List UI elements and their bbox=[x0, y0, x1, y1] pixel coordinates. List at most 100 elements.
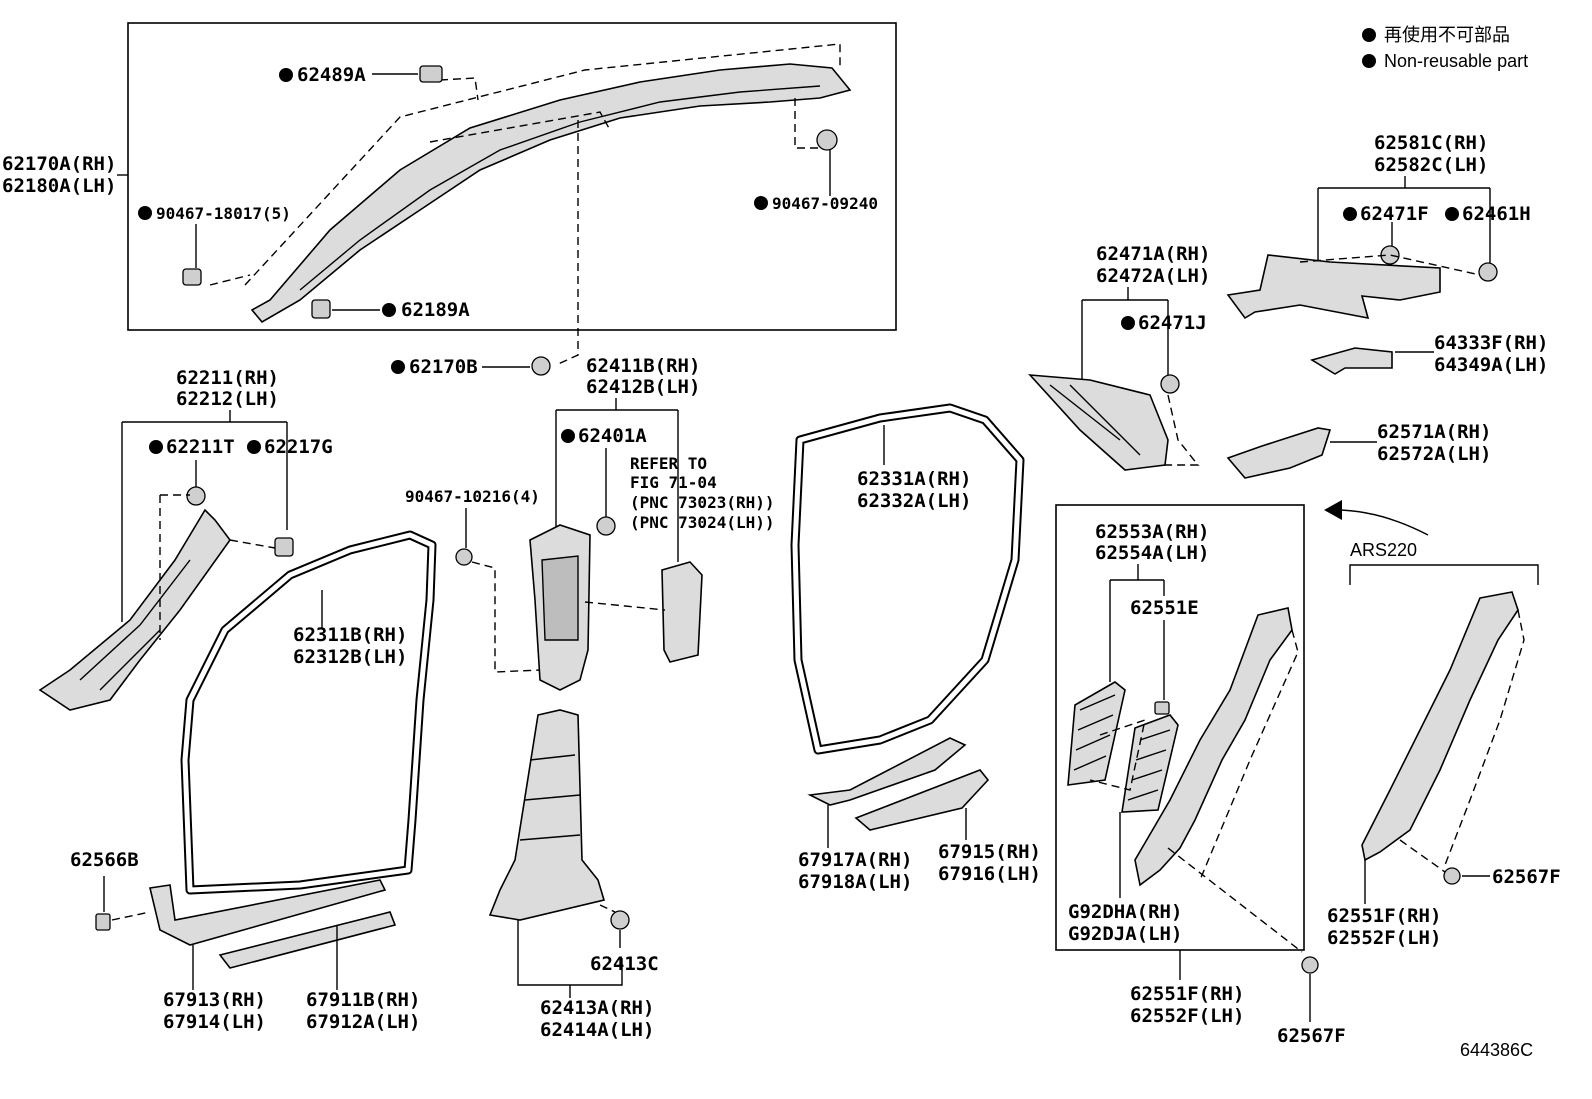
label-62551E: 62551E bbox=[1130, 597, 1199, 619]
clip-62567F-icon bbox=[1301, 956, 1319, 974]
label-64333F: 64333F(RH) bbox=[1434, 332, 1548, 354]
clip-62551E-icon bbox=[1154, 701, 1170, 715]
center-pillar-lower-garnish bbox=[488, 709, 606, 921]
front-door-scuff-plate bbox=[218, 911, 397, 969]
dash-62566B bbox=[111, 911, 151, 921]
label-62552F-box: 62552F(LH) bbox=[1130, 1005, 1244, 1027]
clip-62471J-icon bbox=[1160, 374, 1180, 394]
label-62571A: 62571A(RH) bbox=[1377, 421, 1491, 443]
label-62311B: 62311B(RH) bbox=[293, 624, 407, 646]
label-67916: 67916(LH) bbox=[938, 863, 1041, 885]
front-door-weatherstrip bbox=[180, 530, 437, 895]
non-reusable-marker-icon bbox=[1343, 207, 1357, 221]
front-pillar-garnish bbox=[38, 508, 231, 711]
label-62489A: 62489A bbox=[297, 64, 366, 86]
label-62581C: 62581C(RH) bbox=[1374, 132, 1488, 154]
label-refer-2: FIG 71-04 bbox=[630, 473, 717, 492]
rear-pillar-cover bbox=[1226, 427, 1332, 479]
rear-seat-side-garnish-ars bbox=[1361, 591, 1519, 862]
dash-grille bbox=[1089, 718, 1146, 791]
label-67914: 67914(LH) bbox=[163, 1011, 266, 1033]
label-90467-18017: 90467-18017(5) bbox=[156, 204, 291, 223]
label-90467-09240: 90467-09240 bbox=[772, 194, 878, 213]
clip-90467-18017-icon bbox=[182, 268, 202, 286]
label-67915: 67915(RH) bbox=[938, 841, 1041, 863]
rail-detail-line bbox=[299, 85, 821, 291]
label-62551F-box: 62551F(RH) bbox=[1130, 983, 1244, 1005]
roof-side-inner-garnish bbox=[1310, 347, 1393, 375]
dash-62413C bbox=[599, 904, 616, 913]
clip-62217G-icon bbox=[274, 537, 294, 557]
pillar-dash-lines bbox=[159, 494, 276, 640]
dash-quarter bbox=[1165, 394, 1200, 466]
non-reusable-marker-icon bbox=[247, 440, 261, 454]
quarter-detail-line bbox=[1049, 384, 1141, 456]
label-62551F: 62551F(RH) bbox=[1327, 905, 1441, 927]
label-62312B: 62312B(LH) bbox=[293, 646, 407, 668]
non-reusable-marker-icon bbox=[561, 429, 575, 443]
label-67917A: 67917A(RH) bbox=[798, 849, 912, 871]
arrow-curve bbox=[1334, 509, 1429, 536]
label-62180A: 62180A(LH) bbox=[2, 175, 116, 197]
clip-62489A-icon bbox=[419, 65, 443, 83]
bracket-62211 bbox=[121, 410, 288, 622]
label-67912A: 67912A(LH) bbox=[306, 1011, 420, 1033]
clip-62413C-icon bbox=[610, 910, 630, 930]
non-reusable-marker-icon bbox=[382, 303, 396, 317]
label-G92DHA: G92DHA(RH) bbox=[1068, 901, 1182, 923]
label-62461H: 62461H bbox=[1462, 203, 1531, 225]
quarter-pillar-garnish bbox=[1028, 374, 1169, 471]
grille-slots bbox=[1127, 729, 1171, 801]
arrow-head-icon bbox=[1324, 500, 1342, 520]
assembly-dash-lines bbox=[209, 43, 841, 286]
label-62332A: 62332A(LH) bbox=[857, 490, 971, 512]
roof-rail-box bbox=[127, 22, 897, 331]
dash-tray bbox=[1299, 254, 1481, 276]
label-62331A: 62331A(RH) bbox=[857, 468, 971, 490]
speaker-grille-left bbox=[1067, 681, 1126, 786]
label-62212: 62212(LH) bbox=[176, 388, 279, 410]
label-62411B: 62411B(RH) bbox=[586, 355, 700, 377]
label-62170B: 62170B bbox=[409, 356, 478, 378]
label-67918A: 67918A(LH) bbox=[798, 871, 912, 893]
clip-62189A-icon bbox=[311, 299, 331, 319]
label-62413A: 62413A(RH) bbox=[540, 997, 654, 1019]
dash-90467-10216 bbox=[471, 561, 541, 673]
dash-ars bbox=[1399, 609, 1525, 873]
non-reusable-marker-icon bbox=[138, 206, 152, 220]
label-62471J: 62471J bbox=[1138, 312, 1207, 334]
label-ars220: ARS220 bbox=[1350, 540, 1417, 560]
legend-jp: 再使用不可部品 bbox=[1384, 25, 1510, 45]
package-tray-side-trim bbox=[1226, 254, 1441, 320]
clip-90467-10216-icon bbox=[455, 548, 473, 566]
clip-62211T-icon bbox=[186, 486, 206, 506]
label-62189A: 62189A bbox=[401, 299, 470, 321]
label-62582C: 62582C(LH) bbox=[1374, 154, 1488, 176]
non-reusable-marker-icon bbox=[149, 440, 163, 454]
diagram-id: 644386C bbox=[1460, 1040, 1533, 1060]
dash-62170B bbox=[555, 120, 579, 366]
label-67911B: 67911B(RH) bbox=[306, 989, 420, 1011]
label-62567F-right: 62567F bbox=[1492, 866, 1561, 888]
front-scuff-plate bbox=[149, 879, 387, 946]
lower-pillar-ribs bbox=[519, 754, 581, 841]
label-refer-3: (PNC 73023(RH)) bbox=[630, 493, 775, 512]
label-refer-4: (PNC 73024(LH)) bbox=[630, 513, 775, 532]
bracket-ars220 bbox=[1349, 564, 1539, 585]
non-reusable-marker-icon bbox=[279, 68, 293, 82]
label-62170A: 62170A(RH) bbox=[2, 153, 116, 175]
clip-62566B-icon bbox=[95, 913, 111, 931]
non-reusable-marker-icon bbox=[1362, 54, 1376, 68]
seat-belt-adjuster-cover bbox=[661, 561, 703, 663]
non-reusable-marker-icon bbox=[391, 360, 405, 374]
non-reusable-marker-icon bbox=[754, 196, 768, 210]
bracket-62553A bbox=[1109, 564, 1165, 682]
rear-door-scuff-plate bbox=[854, 769, 990, 831]
non-reusable-marker-icon bbox=[1362, 28, 1376, 42]
clip-62170B-icon bbox=[531, 356, 551, 376]
dash-belt bbox=[584, 601, 666, 611]
label-64349A: 64349A(LH) bbox=[1434, 354, 1548, 376]
label-62567F-bottom: 62567F bbox=[1277, 1025, 1346, 1047]
clip-62567F-ars-icon bbox=[1443, 867, 1461, 885]
